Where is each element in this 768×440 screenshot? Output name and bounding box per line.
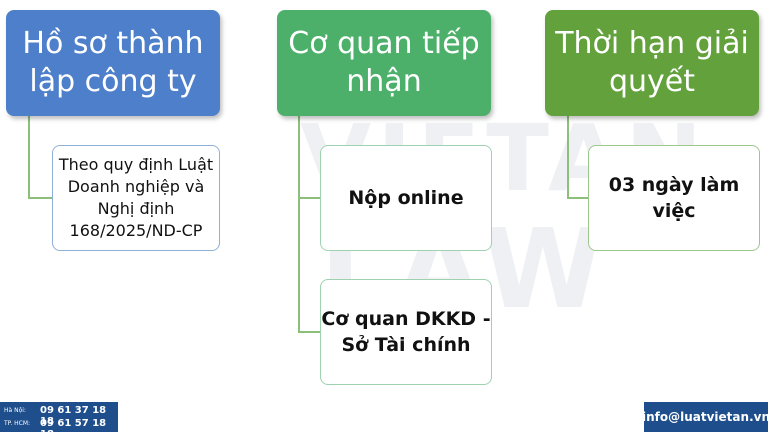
contact-email[interactable]: info@luatvietan.vn — [642, 402, 768, 432]
node-registration-agency-label: Cơ quan DKKD - Sở Tài chính — [321, 308, 491, 356]
contact-email-text[interactable]: info@luatvietan.vn — [642, 410, 768, 424]
connector-2a-horizontal — [298, 197, 320, 199]
node-submit-online-label: Nộp online — [348, 187, 464, 209]
header-company-dossier: Hồ sơ thành lập công ty — [6, 10, 220, 116]
node-submit-online: Nộp online — [320, 145, 492, 251]
connector-3-horizontal — [567, 197, 588, 199]
connector-2-vertical — [298, 116, 300, 332]
hcm-phone[interactable]: 09 61 57 18 18 — [40, 418, 107, 440]
hanoi-label: Hà Nội: — [4, 407, 26, 414]
connector-1-vertical — [28, 116, 30, 198]
header-processing-time-label: Thời hạn giải quyết — [555, 26, 749, 99]
node-working-days: 03 ngày làm việc — [588, 145, 760, 251]
hcm-label: TP. HCM: — [4, 420, 31, 427]
header-receiving-agency: Cơ quan tiếp nhận — [277, 10, 491, 116]
node-legal-basis-label: Theo quy định Luật Doanh nghiệp và Nghị … — [58, 155, 214, 240]
node-working-days-label: 03 ngày làm việc — [608, 174, 740, 222]
header-processing-time: Thời hạn giải quyết — [545, 10, 759, 116]
header-company-dossier-label: Hồ sơ thành lập công ty — [22, 26, 204, 99]
connector-2b-horizontal — [298, 331, 320, 333]
contact-phones: Hà Nội: 09 61 37 18 18 TP. HCM: 09 61 57… — [0, 402, 118, 440]
connector-1-horizontal — [28, 197, 52, 199]
node-registration-agency: Cơ quan DKKD - Sở Tài chính — [320, 279, 492, 385]
hanoi-phone[interactable]: 09 61 37 18 18 — [40, 405, 107, 427]
connector-3-vertical — [567, 116, 569, 198]
node-legal-basis: Theo quy định Luật Doanh nghiệp và Nghị … — [52, 145, 220, 251]
header-receiving-agency-label: Cơ quan tiếp nhận — [288, 26, 480, 99]
